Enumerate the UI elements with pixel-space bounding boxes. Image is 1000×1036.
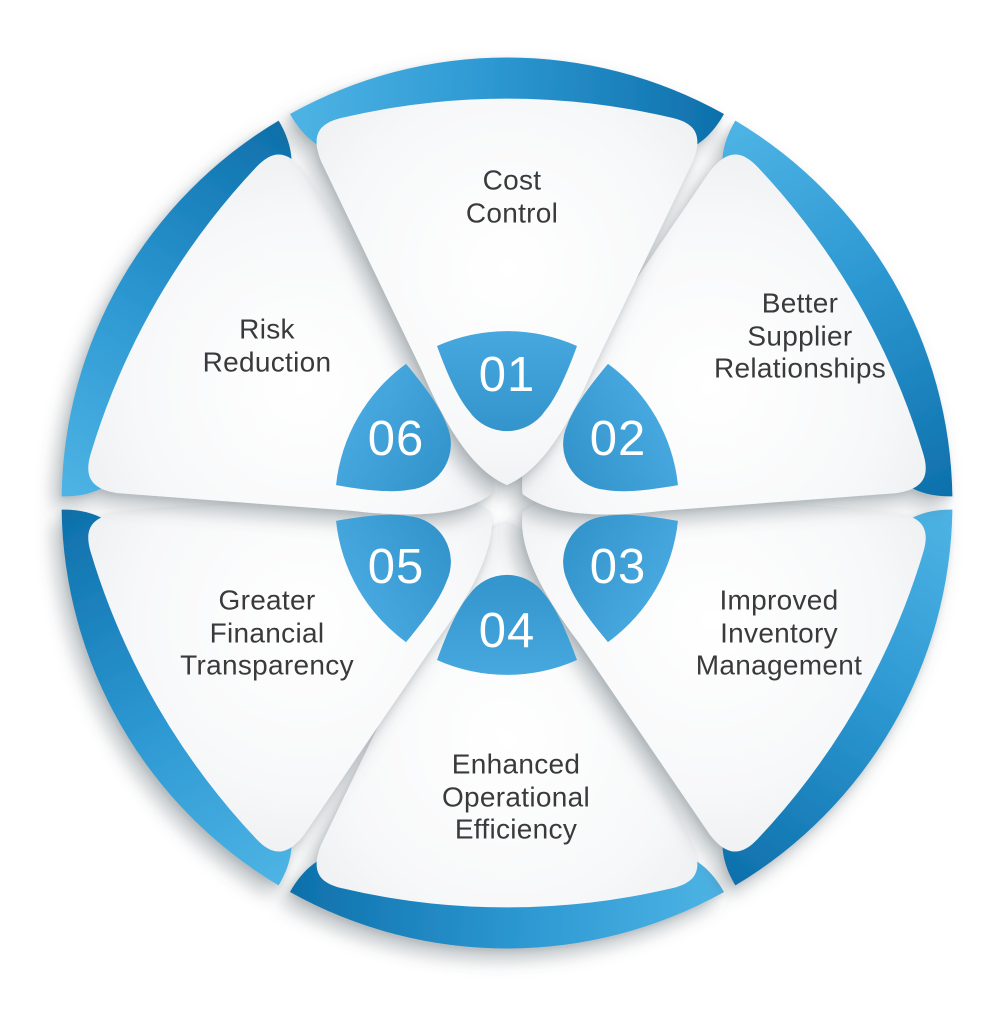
- flower-diagram: [12, 57, 1000, 949]
- procurement-benefits-infographic: 01 02 03 04 05 06 Cost Control Better Su…: [12, 57, 1000, 949]
